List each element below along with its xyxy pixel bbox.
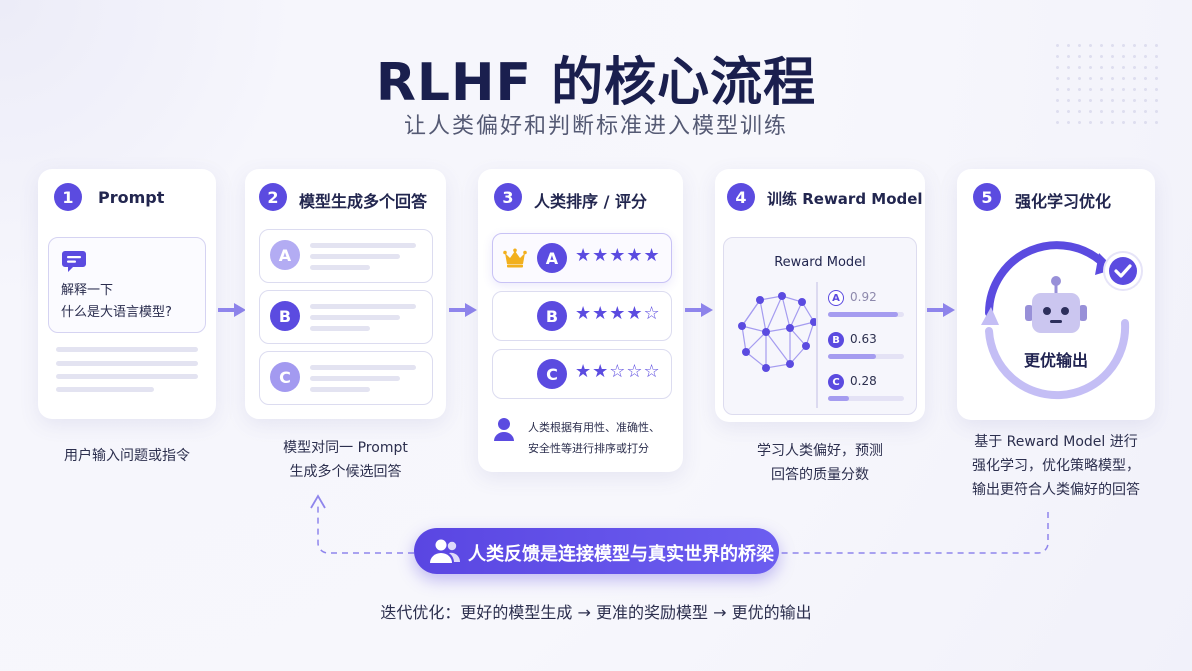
- text-placeholder-line: [310, 315, 400, 320]
- step-title: 模型生成多个回答: [299, 192, 428, 211]
- reward-model-panel-title: Reward Model: [774, 255, 866, 270]
- note-line: 安全性等进行排序或打分: [528, 442, 649, 455]
- text-placeholder-line: [56, 387, 154, 392]
- ranking-row-a: A ★★★★★: [492, 233, 672, 283]
- text-placeholder-line: [310, 326, 370, 331]
- score-row-a: A 0.92: [828, 290, 908, 318]
- step-5-caption: 基于 Reward Model 进行 强化学习，优化策略模型， 输出更符合人类偏…: [937, 430, 1175, 502]
- score-bar-track: [828, 396, 904, 401]
- step-number: 1: [54, 183, 82, 211]
- caption-line: 学习人类偏好，预测: [757, 443, 883, 459]
- text-placeholder-line: [310, 254, 400, 259]
- score-bar-fill: [828, 396, 850, 401]
- page-title: RLHF 的核心流程: [375, 53, 817, 113]
- score-label: C: [828, 374, 844, 390]
- caption-line: 回答的质量分数: [771, 467, 869, 483]
- score-row-b: B 0.63: [828, 332, 908, 360]
- step-1-caption: 用户输入问题或指令: [38, 444, 216, 468]
- check-icon: [1103, 251, 1143, 295]
- crown-icon: [503, 248, 527, 272]
- step-number: 2: [259, 183, 287, 211]
- caption-line: 用户输入问题或指令: [64, 448, 190, 464]
- step-3-card: 3 人类排序 / 评分 A ★★★★★ B ★★★★☆ C ★★☆☆☆ 人类根据…: [478, 169, 683, 472]
- ranking-label: C: [537, 359, 567, 389]
- text-placeholder-line: [310, 376, 400, 381]
- answer-option-b: B: [259, 290, 433, 344]
- star-rating: ★★☆☆☆: [575, 361, 661, 382]
- feedback-banner-text: 人类反馈是连接模型与真实世界的桥梁: [468, 544, 774, 565]
- step-title: 训练 Reward Model: [767, 190, 923, 208]
- text-placeholder-line: [56, 361, 198, 366]
- page-subtitle: 让人类偏好和判断标准进入模型训练: [403, 114, 788, 139]
- answer-label: A: [270, 240, 300, 270]
- step-title: 强化学习优化: [1015, 192, 1112, 211]
- score-row-c: C 0.28: [828, 374, 908, 402]
- score-bar-fill: [828, 354, 876, 359]
- star-rating: ★★★★★: [575, 245, 661, 266]
- step-title: Prompt: [98, 188, 165, 207]
- caption-line: 输出更符合人类偏好的回答: [972, 482, 1140, 498]
- score-label: A: [828, 290, 844, 306]
- people-icon: [430, 538, 461, 568]
- answer-option-c: C: [259, 351, 433, 405]
- answer-option-a: A: [259, 229, 433, 283]
- robot-icon: [1023, 275, 1089, 343]
- neural-network-icon: [738, 292, 818, 372]
- text-placeholder-line: [56, 374, 198, 379]
- prompt-line-1: 解释一下: [61, 283, 114, 298]
- step-number: 5: [973, 183, 1001, 211]
- score-bar-fill: [828, 312, 898, 317]
- score-value: 0.28: [850, 374, 877, 388]
- person-icon: [494, 417, 514, 445]
- text-placeholder-line: [310, 365, 416, 370]
- ranking-label: B: [537, 301, 567, 331]
- step-2-caption: 模型对同一 Prompt 生成多个候选回答: [245, 436, 446, 484]
- star-rating: ★★★★☆: [575, 303, 661, 324]
- ranking-note: 人类根据有用性、准确性、 安全性等进行排序或打分: [528, 417, 660, 459]
- text-placeholder-line: [310, 387, 370, 392]
- score-value: 0.63: [850, 332, 877, 346]
- prompt-line-2: 什么是大语言模型?: [61, 305, 172, 320]
- step-number: 4: [727, 183, 755, 211]
- step-1-card: 1 Prompt 解释一下 什么是大语言模型?: [38, 169, 216, 419]
- step-4-card: 4 训练 Reward Model Reward Model A 0.92 B: [715, 169, 925, 422]
- score-bar-track: [828, 312, 904, 317]
- step-2-card: 2 模型生成多个回答 A B C: [245, 169, 446, 419]
- note-line: 人类根据有用性、准确性、: [528, 421, 660, 434]
- step-title: 人类排序 / 评分: [534, 192, 647, 211]
- chat-bubble-icon: [61, 248, 87, 278]
- caption-line: 生成多个候选回答: [289, 464, 402, 480]
- score-bar-track: [828, 354, 904, 359]
- arrow-right-icon: [685, 303, 713, 317]
- decorative-dots: [1052, 40, 1162, 130]
- text-placeholder-line: [56, 347, 198, 352]
- iteration-footer: 迭代优化：更好的模型生成 → 更准的奖励模型 → 更优的输出: [380, 603, 812, 622]
- answer-label: C: [270, 362, 300, 392]
- text-placeholder-line: [310, 304, 416, 309]
- panel-divider: [816, 282, 818, 408]
- ranking-row-b: B ★★★★☆: [492, 291, 672, 341]
- step-number: 3: [494, 183, 522, 211]
- score-value: 0.92: [850, 290, 877, 304]
- caption-line: 模型对同一 Prompt: [283, 440, 408, 456]
- score-label: B: [828, 332, 844, 348]
- step-4-caption: 学习人类偏好，预测 回答的质量分数: [715, 439, 925, 487]
- step-5-card: 5 强化学习优化 更优输出: [957, 169, 1155, 420]
- ranking-label: A: [537, 243, 567, 273]
- arrow-right-icon: [449, 303, 477, 317]
- text-placeholder-line: [310, 265, 370, 270]
- ranking-row-c: C ★★☆☆☆: [492, 349, 672, 399]
- prompt-bubble: 解释一下 什么是大语言模型?: [48, 237, 206, 333]
- feedback-banner: 人类反馈是连接模型与真实世界的桥梁: [414, 528, 779, 574]
- text-placeholder-line: [310, 243, 416, 248]
- arrow-right-icon: [218, 303, 246, 317]
- optimized-output-label: 更优输出: [1023, 351, 1088, 370]
- arrow-right-icon: [927, 303, 955, 317]
- answer-label: B: [270, 301, 300, 331]
- reward-model-panel: Reward Model A 0.92 B 0.63: [723, 237, 917, 415]
- caption-line: 强化学习，优化策略模型，: [972, 458, 1140, 474]
- caption-line: 基于 Reward Model 进行: [974, 434, 1138, 450]
